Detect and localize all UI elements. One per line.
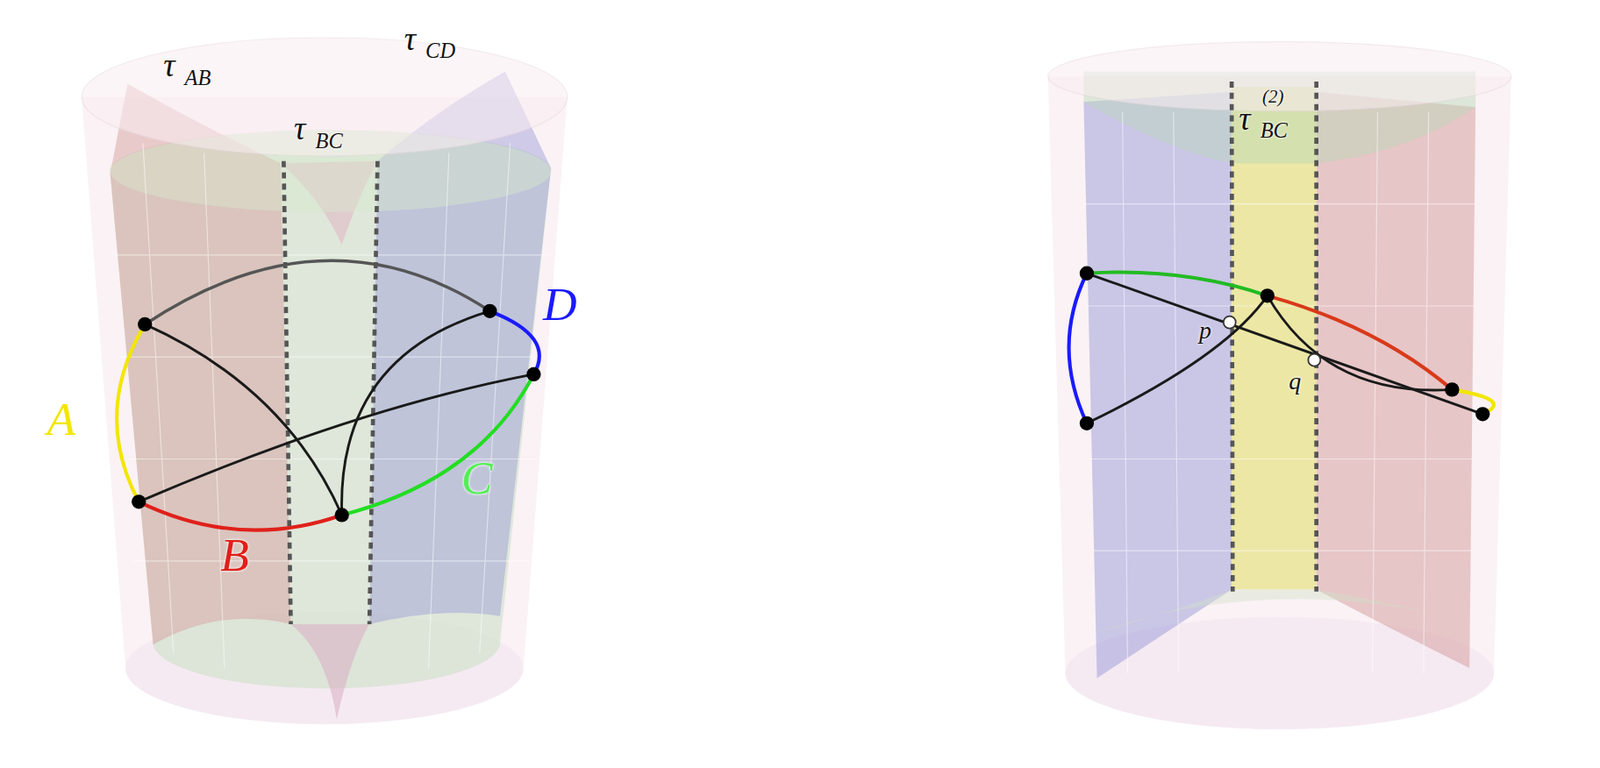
figure-line xyxy=(1122,112,1129,674)
right-cylinder xyxy=(1048,42,1512,730)
subscript: AB xyxy=(185,67,212,89)
figure-line xyxy=(1092,550,1473,552)
left-cylinder xyxy=(81,37,568,725)
figure-path xyxy=(1048,76,1512,730)
figure-g xyxy=(1079,266,1491,431)
figure-circle xyxy=(1475,407,1490,422)
figure-circle xyxy=(1079,416,1094,431)
figure-path xyxy=(138,501,342,530)
figure-path xyxy=(138,374,534,502)
tau-symbol: τ xyxy=(293,112,306,145)
figure-line xyxy=(428,152,450,668)
figure-line xyxy=(1089,458,1473,460)
figure-circle xyxy=(1444,382,1459,397)
figure-line xyxy=(204,152,225,668)
figure-circle xyxy=(526,367,541,382)
figure-circle xyxy=(1079,266,1094,281)
tau-symbol: τ xyxy=(1238,101,1250,135)
figure-circle xyxy=(482,304,497,319)
region-label: B xyxy=(220,532,250,580)
figure-line xyxy=(283,161,291,625)
figure-circle xyxy=(1260,288,1275,303)
figure-line xyxy=(112,254,551,256)
tau-symbol: τ xyxy=(163,49,175,82)
figure-path xyxy=(1069,273,1087,424)
region-label: C xyxy=(461,455,493,503)
figure-path xyxy=(1316,92,1476,669)
figure-ellipse xyxy=(1048,42,1512,112)
figure-line xyxy=(1173,112,1179,674)
figure-path xyxy=(1086,295,1268,423)
figure-line xyxy=(479,142,511,654)
figure-line xyxy=(1083,203,1476,205)
figure-circle xyxy=(335,507,350,522)
figure-circle xyxy=(1307,354,1321,367)
figure-circle xyxy=(137,317,152,332)
region-label: D xyxy=(542,281,578,329)
region-label: A xyxy=(47,395,77,443)
point-label: q xyxy=(1288,369,1301,394)
figure-path xyxy=(1097,589,1471,633)
figure-path xyxy=(144,260,490,325)
figure-ellipse xyxy=(81,37,568,157)
point-label: p xyxy=(1199,318,1212,343)
tau-symbol: τ xyxy=(404,22,416,56)
superscript: (2) xyxy=(1262,87,1284,107)
figure-circle xyxy=(131,494,146,509)
figure-line xyxy=(132,560,531,562)
figure-path xyxy=(489,311,539,375)
figure-path xyxy=(116,324,145,502)
subscript: BC xyxy=(314,130,343,152)
subscript: BC xyxy=(1260,120,1288,142)
figure-g xyxy=(131,304,541,523)
figure-path xyxy=(1086,272,1268,297)
figure-line xyxy=(1314,81,1319,593)
figure-circle xyxy=(1223,316,1236,329)
figure-line xyxy=(1372,112,1379,674)
figure-path xyxy=(291,624,371,720)
figure-g xyxy=(1083,112,1476,674)
figure-path xyxy=(342,374,535,516)
figure-line xyxy=(117,357,547,358)
subscript: CD xyxy=(425,41,456,63)
figure-line xyxy=(142,142,174,654)
figure-line xyxy=(1086,305,1475,307)
figure-line xyxy=(1231,81,1233,593)
figure-g xyxy=(112,142,551,669)
